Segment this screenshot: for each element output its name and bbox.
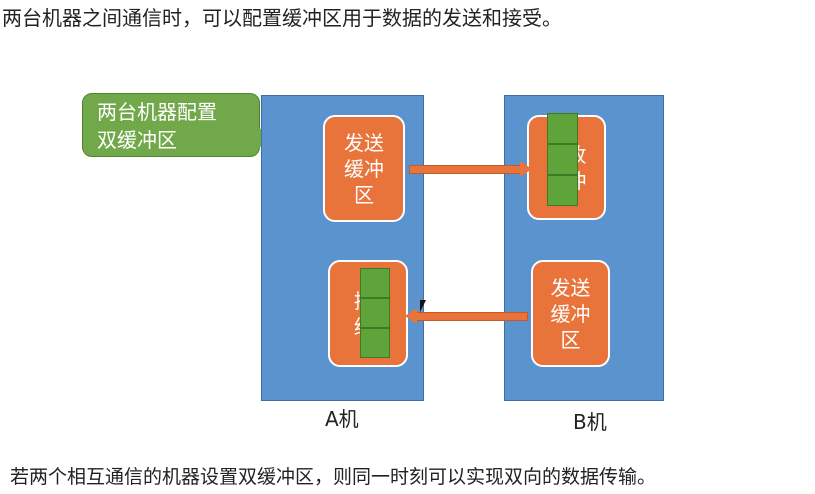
callout-line-2: 双缓冲区 xyxy=(97,128,177,152)
top-caption: 两台机器之间通信时，可以配置缓冲区用于数据的发送和接受。 xyxy=(2,6,562,30)
callout-line-1: 两台机器配置 xyxy=(97,100,217,124)
send-b-line-1: 发送 xyxy=(550,275,591,300)
machine-b-label: B机 xyxy=(573,410,607,434)
machine-a-send-buffer: 发送 缓冲 区 xyxy=(323,115,405,222)
machine-b-data-blocks xyxy=(547,113,578,206)
send-a-line-2: 缓冲 xyxy=(344,156,384,181)
data-block xyxy=(360,268,390,298)
send-a-line-1: 发送 xyxy=(344,130,384,155)
callout-bubble: 两台机器配置 双缓冲区 xyxy=(82,93,275,157)
arrow-a-to-b xyxy=(409,161,532,177)
send-a-line-3: 区 xyxy=(354,182,374,207)
data-block xyxy=(547,144,578,175)
data-block xyxy=(547,175,578,206)
machine-a-data-blocks xyxy=(360,268,390,358)
mouse-cursor-icon xyxy=(420,300,426,312)
data-block xyxy=(547,113,578,144)
bottom-caption: 若两个相互通信的机器设置双缓冲区，则同一时刻可以实现双向的数据传输。 xyxy=(10,466,657,488)
machine-b-send-buffer: 发送 缓冲 区 xyxy=(531,260,610,367)
data-block xyxy=(360,328,390,358)
machine-a-label: A机 xyxy=(325,407,359,431)
send-b-line-2: 缓冲 xyxy=(550,301,591,326)
arrow-b-to-a xyxy=(405,308,528,324)
data-block xyxy=(360,298,390,328)
send-b-line-3: 区 xyxy=(560,327,581,352)
